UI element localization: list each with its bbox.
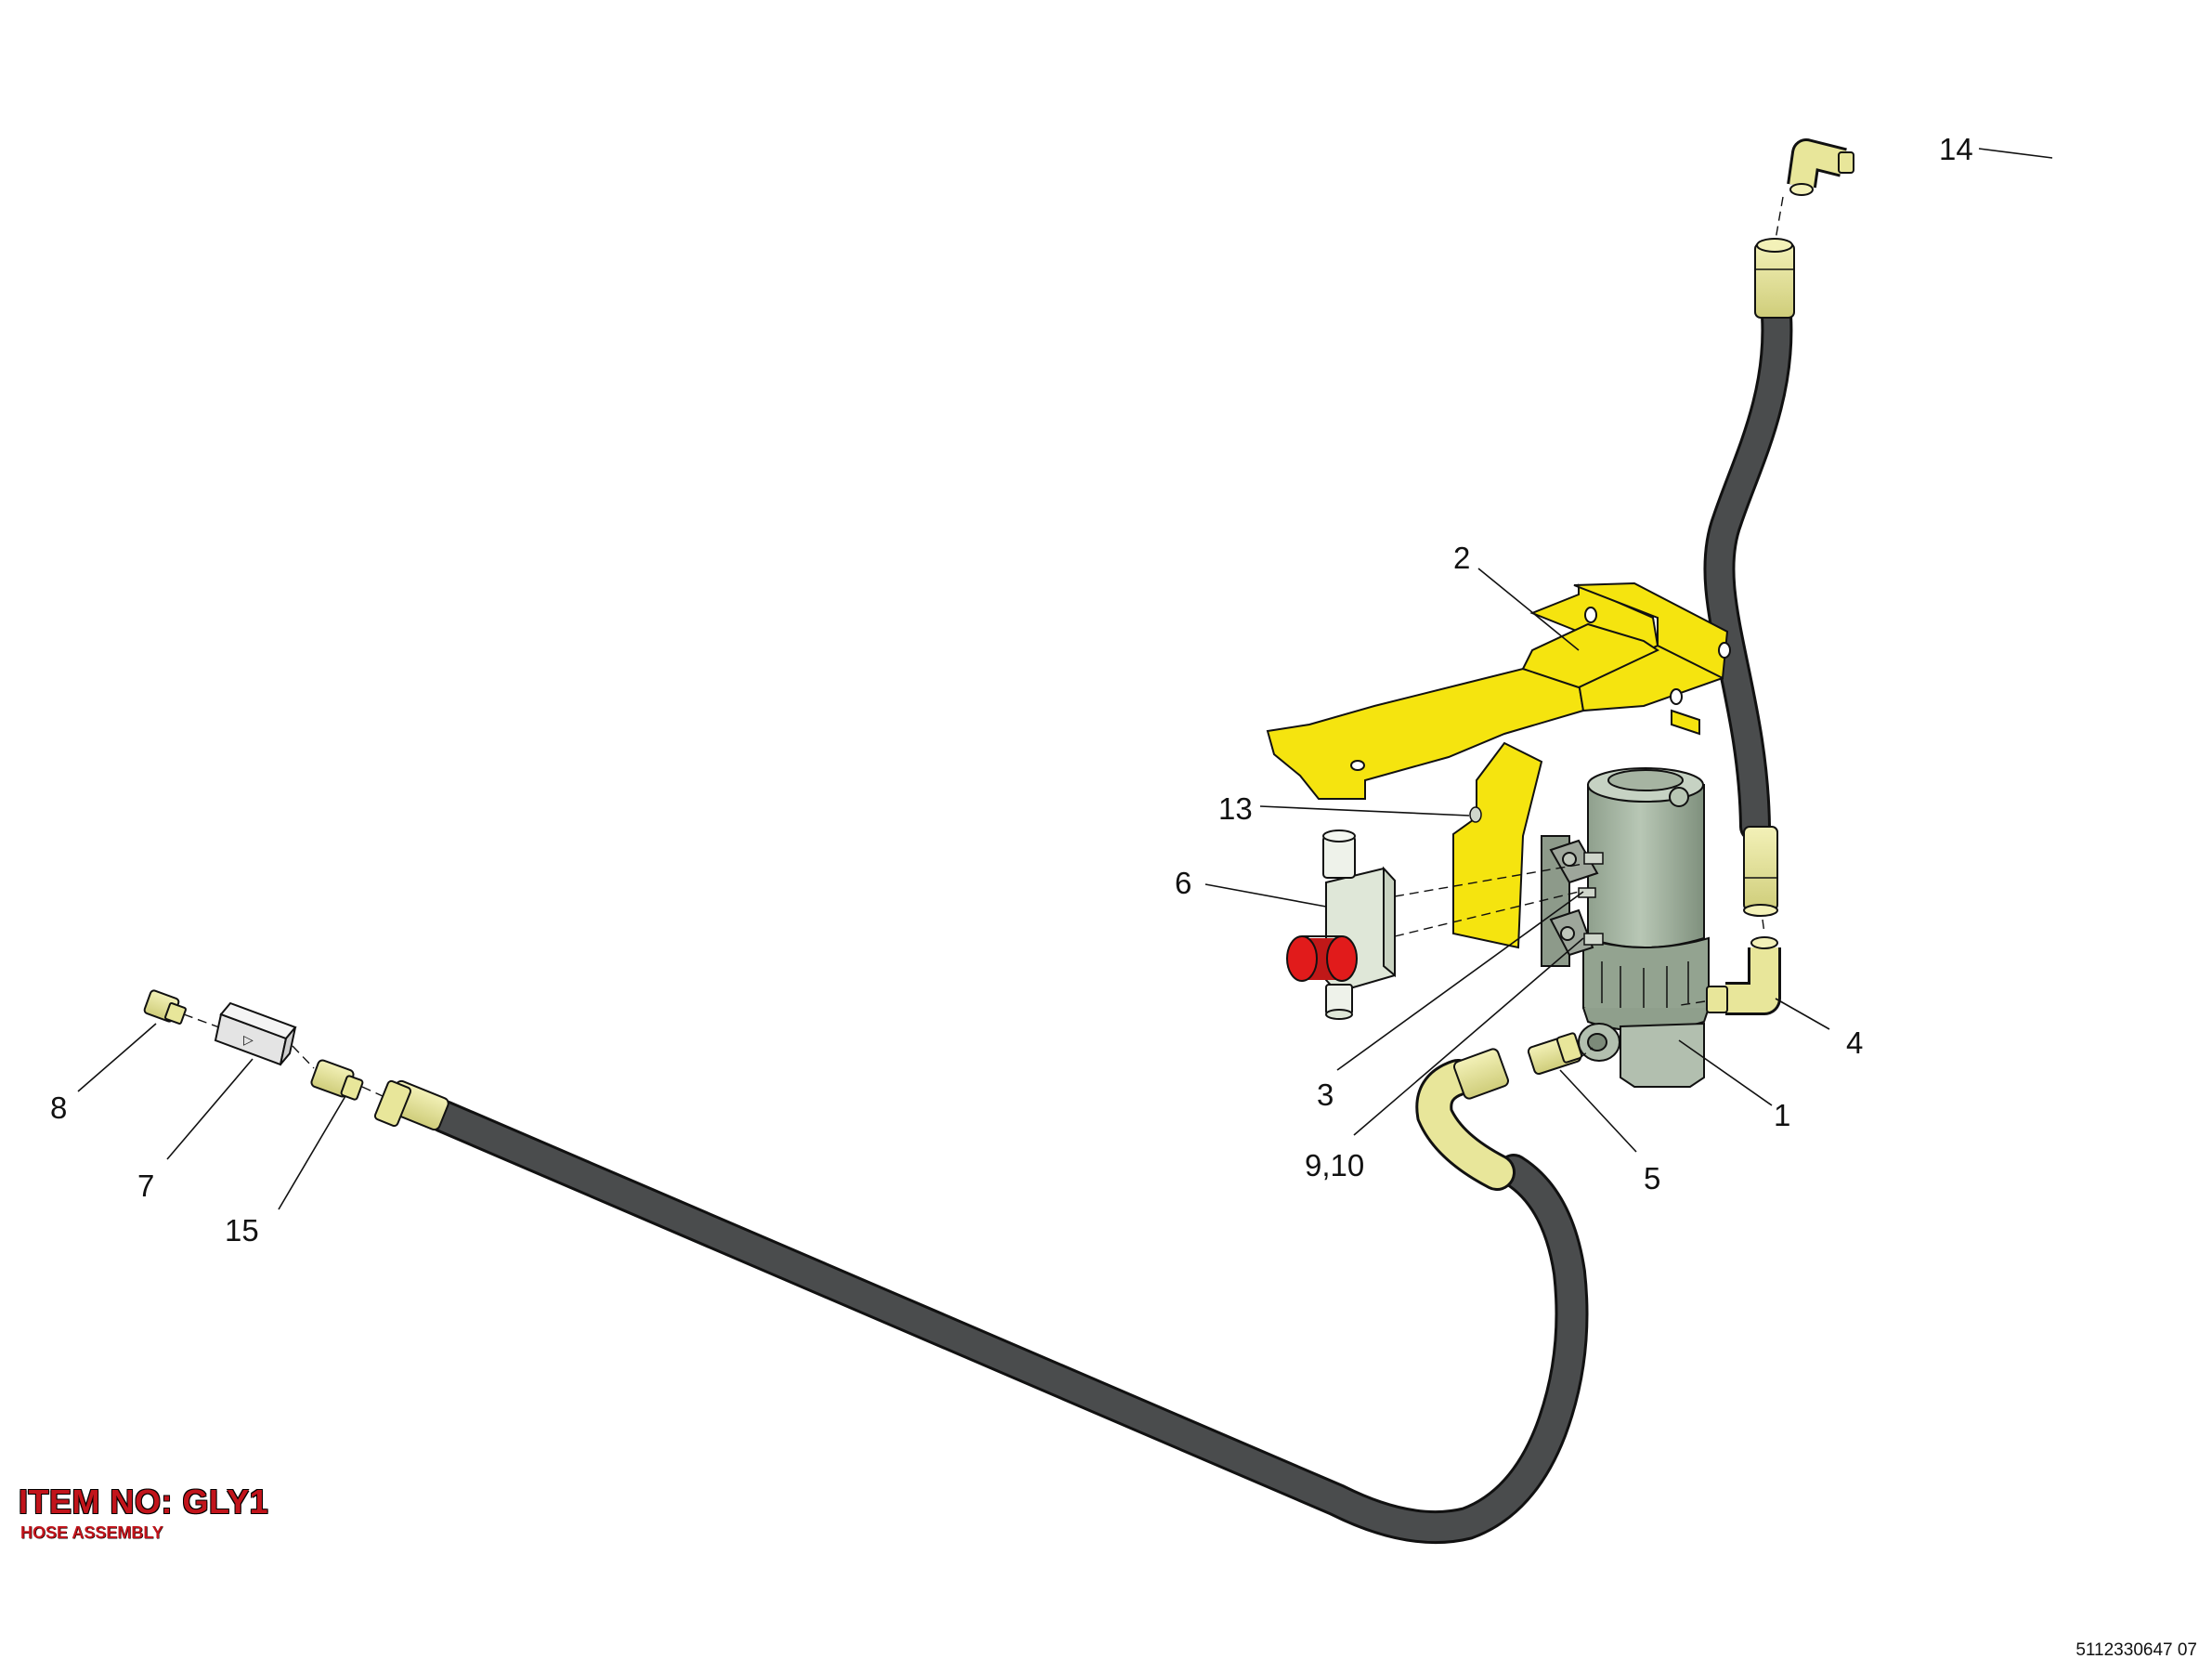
leader-1 (1678, 1039, 1773, 1106)
leader-2 (1477, 568, 1580, 651)
long-hose (427, 1100, 1589, 1545)
mounting-bracket (1266, 581, 1731, 949)
callout-label-1: 1 (1774, 1098, 1790, 1132)
svg-text:▷: ▷ (243, 1033, 254, 1048)
pressure-indicator-valve (1286, 829, 1396, 1020)
callout-label-3: 3 (1317, 1078, 1334, 1112)
check-valve-7: ▷ (214, 1001, 297, 1066)
fasteners (1469, 806, 1604, 957)
hose-fitting-bottom (1743, 826, 1778, 917)
leader-15 (278, 1095, 346, 1210)
leader-14 (1978, 148, 2053, 159)
callout-label-9-10: 9,10 (1305, 1148, 1364, 1182)
plug-fitting-8 (143, 989, 187, 1025)
elbow-fitting-14 (1787, 138, 1854, 196)
callout-label-7: 7 (137, 1169, 154, 1203)
callout-label-4: 4 (1846, 1025, 1863, 1060)
item-description: HOSE ASSEMBLY (20, 1523, 163, 1542)
leader-4 (1775, 998, 1830, 1030)
leader-6 (1204, 883, 1327, 908)
leader-13 (1259, 805, 1470, 816)
leader-9-10 (1353, 937, 1584, 1136)
callout-label-8: 8 (50, 1091, 67, 1125)
adapter-fitting-15 (310, 1059, 364, 1101)
leader-3 (1336, 891, 1584, 1071)
leader-5 (1559, 1069, 1637, 1153)
callout-label-5: 5 (1644, 1161, 1660, 1195)
hose-fitting-elbow (1415, 1048, 1516, 1191)
elbow-fitting-4 (1706, 936, 1781, 1015)
hose-fitting-top (1754, 238, 1795, 319)
drawing-number: 5112330647 07 (2075, 1640, 2197, 1660)
callout-label-6: 6 (1175, 866, 1191, 900)
callout-label-2: 2 (1453, 541, 1470, 575)
hose-fitting-left (373, 1079, 449, 1131)
callout-label-13: 13 (1218, 791, 1253, 826)
callout-label-15: 15 (225, 1213, 259, 1247)
adapter-fitting-5 (1527, 1032, 1583, 1075)
leader-7 (166, 1058, 254, 1160)
leader-8 (77, 1023, 157, 1092)
assembly-lines (183, 196, 1784, 1097)
callouts: 1 2 3 4 5 6 7 8 9,10 13 14 15 (50, 132, 2053, 1247)
item-number-title: ITEM NO: GLY1 (19, 1483, 269, 1521)
callout-label-14: 14 (1939, 132, 1973, 166)
upper-hose (1703, 300, 1793, 843)
